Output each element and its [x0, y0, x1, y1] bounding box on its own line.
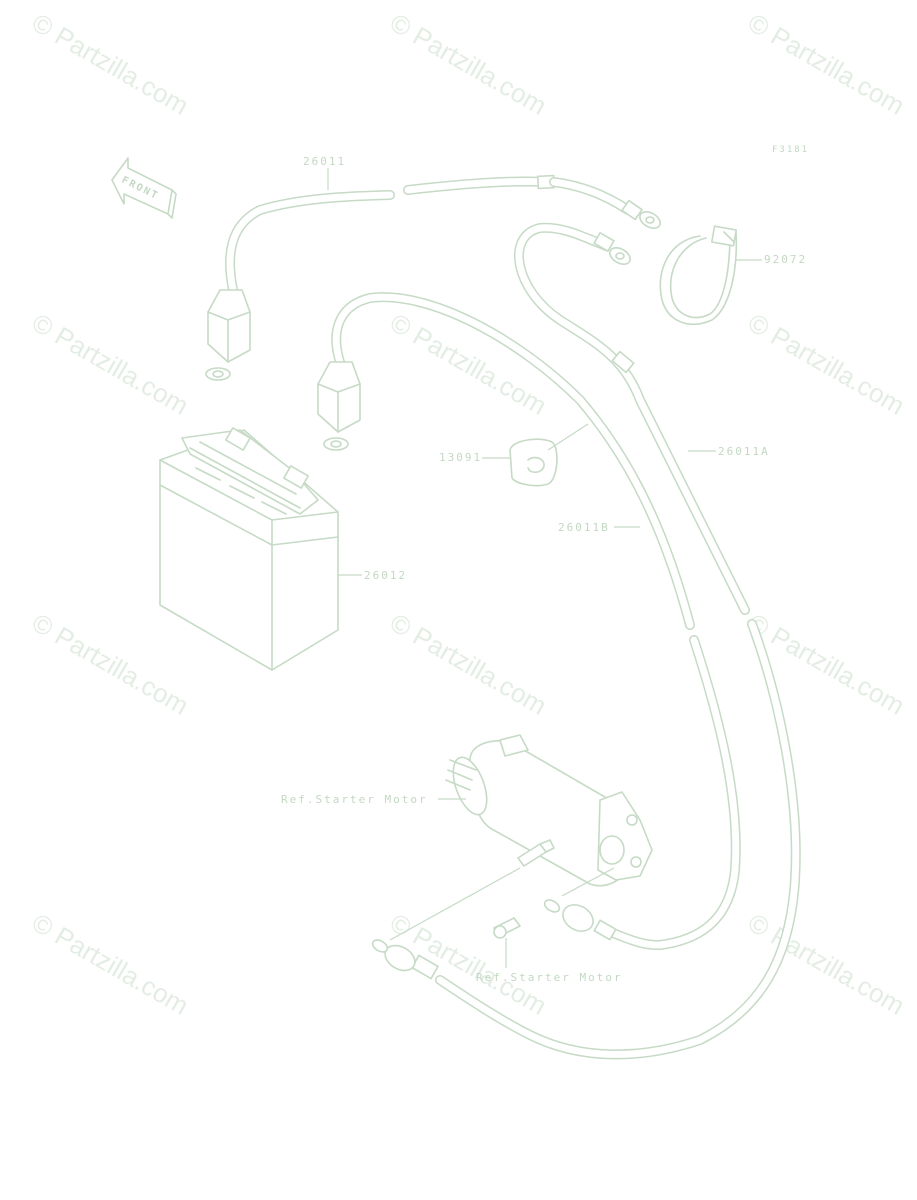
- watermark: © Partzilla.com: [743, 7, 910, 121]
- battery-26012: [159, 427, 339, 671]
- callout-26012: 26012: [364, 569, 407, 582]
- callout-92072: 92072: [764, 253, 807, 266]
- callout-ref-starter-motor: Ref.Starter Motor: [476, 971, 623, 984]
- leader-lines: [327, 168, 762, 968]
- watermark: © Partzilla.com: [27, 607, 194, 721]
- watermark: © Partzilla.com: [743, 907, 910, 1021]
- cable-26011b: [317, 292, 741, 951]
- callout-26011a: 26011A: [718, 445, 770, 458]
- watermark: © Partzilla.com: [27, 7, 194, 121]
- watermark: © Partzilla.com: [743, 307, 910, 421]
- figure-code: F3181: [772, 145, 809, 155]
- callout-ref-starter-motor: Ref.Starter Motor: [281, 793, 428, 806]
- cable-26011: [205, 174, 661, 381]
- front-arrow-icon: FRONT: [111, 157, 177, 219]
- cap-13091: [509, 438, 558, 487]
- callout-13091: 13091: [439, 451, 482, 464]
- watermark: © Partzilla.com: [27, 307, 194, 421]
- callout-26011b: 26011B: [558, 521, 610, 534]
- band-92072: [659, 225, 738, 325]
- cable-26011a: [371, 222, 801, 1060]
- watermark: © Partzilla.com: [27, 907, 194, 1021]
- starter-motor: [445, 734, 653, 939]
- callout-26011: 26011: [303, 155, 346, 168]
- watermark: © Partzilla.com: [385, 607, 552, 721]
- watermark: © Partzilla.com: [385, 7, 552, 121]
